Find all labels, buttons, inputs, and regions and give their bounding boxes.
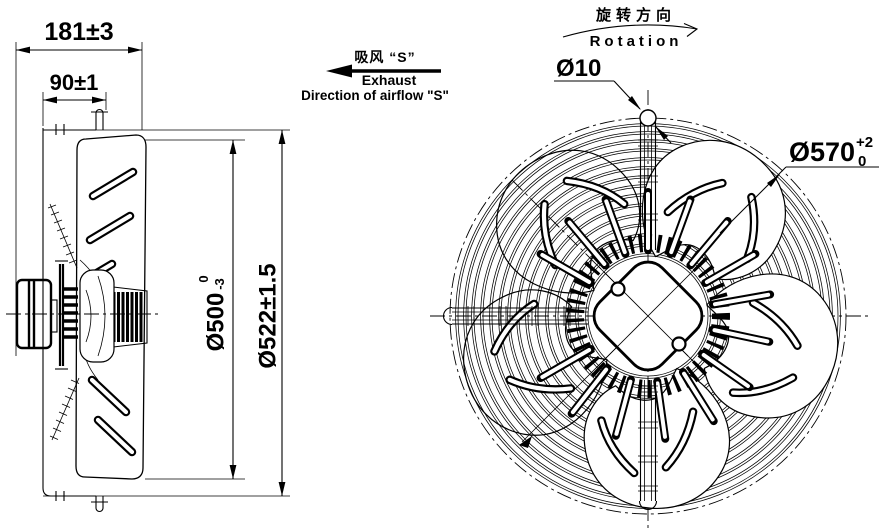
hub-screw-hole	[610, 281, 626, 297]
rotation-arrow	[562, 24, 698, 38]
dim-impeller-tol-lower: -3	[212, 278, 227, 290]
dim-depth-total-label: 181±3	[44, 18, 113, 46]
leader-arrowhead-icon	[628, 96, 641, 110]
dim-arrow-icon	[229, 140, 237, 154]
dim-depth-front: 90±1	[43, 70, 106, 104]
airflow-label-zh: 吸风 “S”	[354, 49, 415, 65]
motor-side	[15, 260, 78, 370]
blade-hub	[79, 269, 115, 363]
rotation-label-zh: 旋转方向	[595, 6, 676, 24]
dim-overall-label: Ø522±1.5	[255, 263, 282, 368]
dim-depth-front-label: 90±1	[50, 70, 99, 95]
dim-arrow-icon	[92, 96, 106, 104]
dim-arrow-icon	[278, 482, 286, 496]
rotor-side	[79, 269, 148, 363]
rotation-label-en: Rotation	[590, 33, 683, 50]
pointer-arrowhead-icon	[519, 436, 532, 448]
dim-overall-diameter: Ø522±1.5	[255, 130, 286, 496]
rotation-annotation: 旋转方向 Rotation	[562, 6, 699, 50]
dim-impeller-tol-upper: 0	[196, 275, 211, 282]
hub-fin-ring	[566, 234, 730, 398]
airflow-label-exhaust: Exhaust	[362, 72, 417, 88]
dim-impeller-diameter: Ø500 0 -3	[196, 140, 237, 479]
horizontal-strut	[443, 306, 588, 326]
leader-arrowhead-icon	[767, 174, 780, 187]
dim-arrow-icon	[16, 46, 30, 54]
dim-hole-label: Ø10	[556, 55, 601, 82]
dim-impeller-label: Ø500	[203, 293, 230, 352]
side-view: 181±3 90±1	[6, 18, 290, 513]
dim-arrow-icon	[43, 96, 57, 104]
dim-ring-diameter: Ø570 +2 0	[719, 134, 879, 234]
airflow-annotation: 吸风 “S” Exhaust Direction of airflow "S"	[301, 49, 449, 103]
front-view: Ø10 Ø570 +2 0	[430, 55, 879, 530]
dim-ring-tol-lower: 0	[858, 153, 866, 170]
rotation-arrowhead-icon	[683, 22, 699, 37]
dim-mounting-hole: Ø10	[554, 55, 672, 144]
dim-arrow-icon	[128, 46, 142, 54]
vertical-strut	[638, 118, 658, 510]
airflow-label-direction: Direction of airflow "S"	[301, 88, 449, 103]
guard-ring-circle	[449, 117, 847, 515]
dim-ring-tol-upper: +2	[856, 134, 873, 151]
dim-ring-label: Ø570	[789, 137, 855, 167]
hub	[592, 260, 704, 372]
hub-screw-hole	[671, 336, 687, 352]
dim-arrow-icon	[278, 130, 286, 144]
guard-edge-hatching	[47, 203, 80, 441]
dim-depth-total: 181±3	[16, 18, 142, 54]
dim-arrow-icon	[229, 465, 237, 479]
airflow-arrowhead-icon	[326, 64, 352, 78]
mounting-hole	[639, 109, 657, 127]
mounting-bracket	[42, 108, 108, 513]
